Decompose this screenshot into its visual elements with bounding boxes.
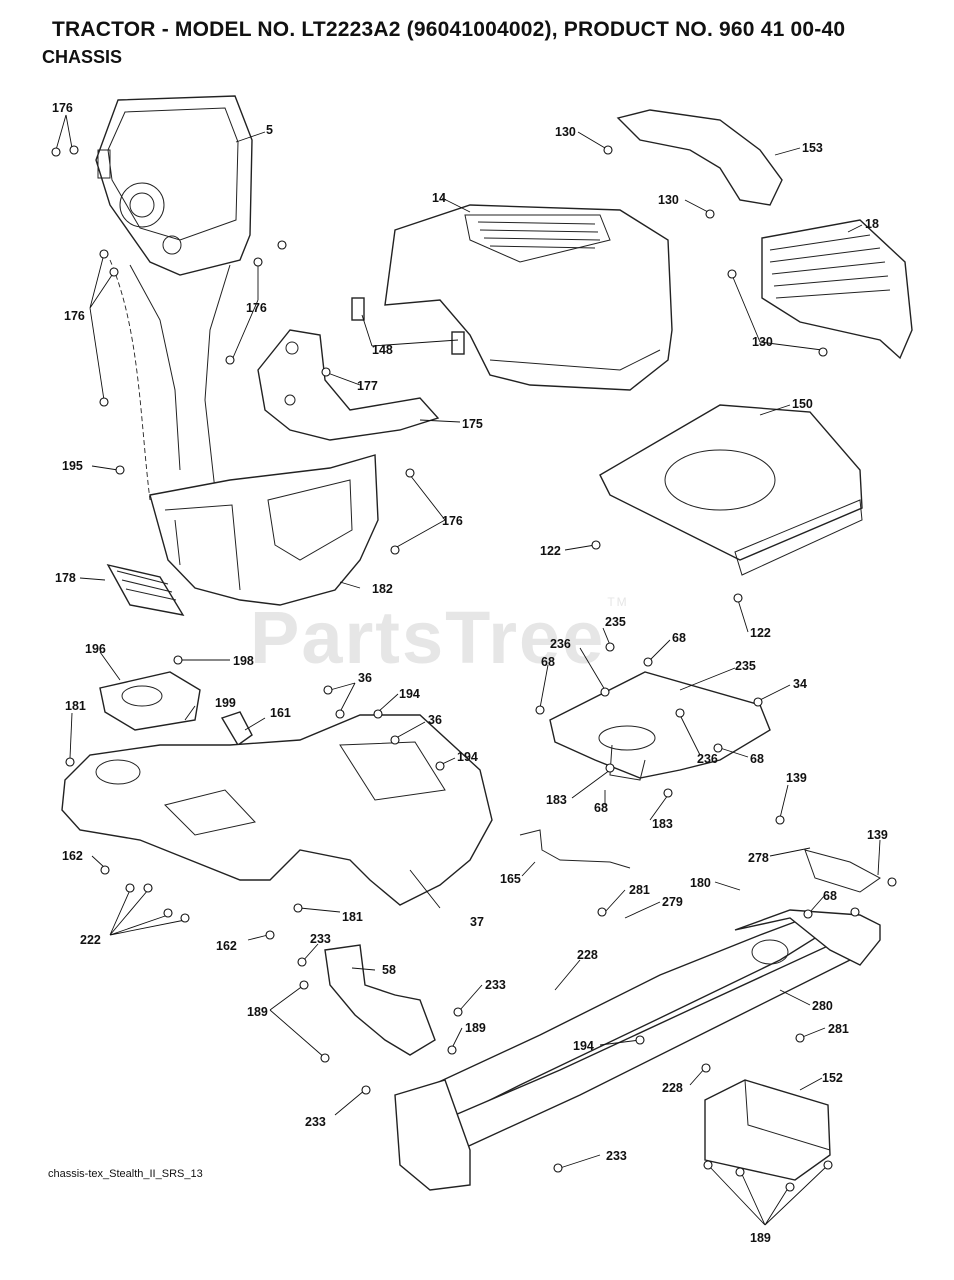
callout-122: 122 bbox=[750, 626, 771, 640]
callout-68: 68 bbox=[541, 655, 555, 669]
callout-130: 130 bbox=[658, 193, 679, 207]
callout-37: 37 bbox=[470, 915, 484, 929]
trademark-mark: TM bbox=[607, 595, 629, 609]
callout-130: 130 bbox=[555, 125, 576, 139]
callout-176: 176 bbox=[52, 101, 73, 115]
callout-139: 139 bbox=[867, 828, 888, 842]
part-frame bbox=[394, 909, 881, 1191]
page-title: TRACTOR - MODEL NO. LT2223A2 (9604100400… bbox=[52, 18, 846, 41]
callout-68: 68 bbox=[672, 631, 686, 645]
part-small-grille bbox=[106, 563, 185, 616]
callout-176: 176 bbox=[246, 301, 267, 315]
part-seat-plate bbox=[99, 671, 201, 731]
callout-5: 5 bbox=[266, 123, 273, 137]
callout-194: 194 bbox=[399, 687, 420, 701]
part-161 bbox=[220, 711, 253, 747]
callout-175: 175 bbox=[462, 417, 483, 431]
callout-233: 233 bbox=[606, 1149, 627, 1163]
part-bracket-58 bbox=[324, 944, 436, 1056]
callout-181: 181 bbox=[65, 699, 86, 713]
callout-199: 199 bbox=[215, 696, 236, 710]
callout-236: 236 bbox=[697, 752, 718, 766]
callout-178: 178 bbox=[55, 571, 76, 585]
part-battery-tray bbox=[704, 1079, 831, 1181]
callout-139: 139 bbox=[786, 771, 807, 785]
callout-279: 279 bbox=[662, 895, 683, 909]
callout-68: 68 bbox=[750, 752, 764, 766]
callout-14: 14 bbox=[432, 191, 446, 205]
watermark-text: PartsTree bbox=[250, 596, 606, 679]
part-steering-tower bbox=[109, 259, 231, 501]
callout-161: 161 bbox=[270, 706, 291, 720]
part-support-plate bbox=[549, 671, 771, 781]
callout-165: 165 bbox=[500, 872, 521, 886]
callout-148: 148 bbox=[372, 343, 393, 357]
callout-236: 236 bbox=[550, 637, 571, 651]
callout-196: 196 bbox=[85, 642, 106, 656]
callout-281: 281 bbox=[828, 1022, 849, 1036]
callout-122: 122 bbox=[540, 544, 561, 558]
callout-189: 189 bbox=[750, 1231, 771, 1245]
callout-176: 176 bbox=[442, 514, 463, 528]
leader-lines bbox=[55, 114, 881, 1226]
hardware-fasteners bbox=[51, 145, 897, 1192]
drawing-filename: chassis-tex_Stealth_II_SRS_13 bbox=[48, 1168, 203, 1180]
callout-280: 280 bbox=[812, 999, 833, 1013]
callout-68: 68 bbox=[823, 889, 837, 903]
part-bracket-hood-mount bbox=[257, 329, 440, 441]
part-fender bbox=[61, 714, 493, 906]
part-bracket-278 bbox=[804, 849, 881, 893]
part-hood bbox=[351, 204, 673, 391]
callout-194: 194 bbox=[457, 750, 478, 764]
callout-130: 130 bbox=[752, 335, 773, 349]
callout-233: 233 bbox=[310, 932, 331, 946]
part-dash-panel bbox=[95, 95, 253, 276]
callout-183: 183 bbox=[546, 793, 567, 807]
callout-281: 281 bbox=[629, 883, 650, 897]
callout-34: 34 bbox=[793, 677, 807, 691]
part-rod-165 bbox=[519, 829, 631, 869]
part-front-grille bbox=[761, 219, 913, 360]
callout-68: 68 bbox=[594, 801, 608, 815]
callout-189: 189 bbox=[247, 1005, 268, 1019]
callout-189: 189 bbox=[465, 1021, 486, 1035]
callout-152: 152 bbox=[822, 1071, 843, 1085]
callout-58: 58 bbox=[382, 963, 396, 977]
callout-176: 176 bbox=[64, 309, 85, 323]
callout-181: 181 bbox=[342, 910, 363, 924]
part-hood-trim bbox=[616, 109, 783, 206]
callout-278: 278 bbox=[748, 851, 769, 865]
callout-222: 222 bbox=[80, 933, 101, 947]
callout-198: 198 bbox=[233, 654, 254, 668]
callout-labels: 176 5 130 153 14 130 18 176 176 148 130 … bbox=[52, 101, 888, 1245]
callout-18: 18 bbox=[865, 217, 879, 231]
callout-36: 36 bbox=[428, 713, 442, 727]
callout-228: 228 bbox=[577, 948, 598, 962]
callout-183: 183 bbox=[652, 817, 673, 831]
part-front-panel bbox=[149, 454, 379, 606]
callout-233: 233 bbox=[305, 1115, 326, 1129]
callout-180: 180 bbox=[690, 876, 711, 890]
callout-228: 228 bbox=[662, 1081, 683, 1095]
callout-235: 235 bbox=[605, 615, 626, 629]
callout-162: 162 bbox=[62, 849, 83, 863]
callout-153: 153 bbox=[802, 141, 823, 155]
section-subtitle: CHASSIS bbox=[42, 47, 123, 67]
callout-195: 195 bbox=[62, 459, 83, 473]
callout-182: 182 bbox=[372, 582, 393, 596]
callout-194: 194 bbox=[573, 1039, 594, 1053]
callout-36: 36 bbox=[358, 671, 372, 685]
callout-235: 235 bbox=[735, 659, 756, 673]
callout-150: 150 bbox=[792, 397, 813, 411]
callout-233: 233 bbox=[485, 978, 506, 992]
callout-162: 162 bbox=[216, 939, 237, 953]
callout-177: 177 bbox=[357, 379, 378, 393]
part-tank-cover bbox=[599, 404, 863, 576]
